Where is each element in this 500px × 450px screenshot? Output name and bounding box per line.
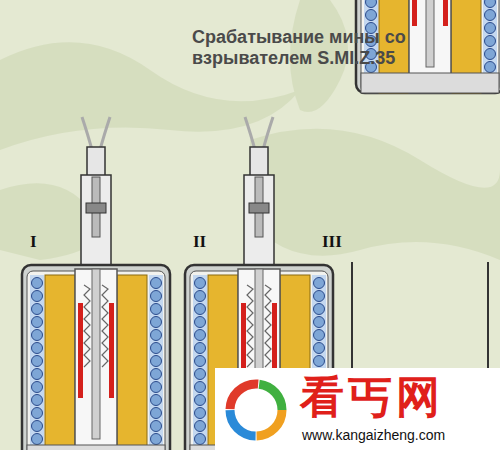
steel-ball [485, 36, 496, 47]
trip-wire [100, 117, 110, 150]
steel-ball [195, 291, 206, 302]
logo-arc [230, 384, 282, 436]
steel-ball [151, 330, 162, 341]
steel-ball [32, 291, 43, 302]
fuse-head [87, 147, 105, 177]
explosive-charge [117, 275, 147, 450]
steel-ball [314, 304, 325, 315]
detonator [78, 303, 83, 398]
steel-ball [32, 395, 43, 406]
logo-arc [230, 384, 282, 436]
watermark-text: 看丐网 [300, 372, 444, 422]
steel-ball [151, 304, 162, 315]
stage-number: II [193, 233, 206, 251]
camo-blob [250, 129, 500, 260]
spring [247, 285, 253, 367]
steel-ball [32, 317, 43, 328]
logo-arc [230, 384, 282, 436]
detonator [109, 303, 114, 398]
spring [102, 285, 108, 367]
steel-ball [195, 343, 206, 354]
steel-ball [195, 330, 206, 341]
trip-wire [245, 117, 255, 150]
steel-ball [32, 434, 43, 445]
fuse-collar [249, 203, 269, 213]
steel-ball [366, 0, 377, 8]
mine-drawings [22, 0, 500, 450]
stage-number: I [30, 233, 37, 251]
steel-ball [151, 434, 162, 445]
steel-ball [485, 49, 496, 60]
steel-ball [32, 408, 43, 419]
propellant-tube [426, 0, 434, 67]
spring [84, 285, 90, 367]
fuse-head [250, 147, 268, 177]
steel-ball [195, 317, 206, 328]
mine [22, 117, 170, 450]
steel-ball [485, 62, 496, 73]
shrapnel-layer [30, 275, 44, 450]
diagram-title: Срабатывание мины со взрывателем S.MI.Z.… [192, 27, 424, 69]
fuse-body [81, 175, 111, 267]
steel-ball [195, 408, 206, 419]
fuse-body [244, 175, 274, 267]
steel-ball [32, 382, 43, 393]
trip-wire [263, 117, 273, 150]
trip-wire [82, 117, 92, 150]
steel-ball [32, 356, 43, 367]
steel-ball [314, 343, 325, 354]
steel-ball [32, 278, 43, 289]
central-tube [75, 269, 117, 450]
steel-ball [151, 343, 162, 354]
steel-ball [195, 382, 206, 393]
steel-ball [151, 408, 162, 419]
logo-arc [230, 384, 282, 436]
fuse-collar [86, 203, 106, 213]
steel-ball [314, 291, 325, 302]
watermark-ground [215, 368, 500, 450]
steel-ball [151, 421, 162, 432]
base-plate [361, 73, 499, 93]
steel-ball [314, 278, 325, 289]
steel-ball [314, 330, 325, 341]
steel-ball [195, 421, 206, 432]
steel-ball [195, 356, 206, 367]
steel-ball [195, 304, 206, 315]
steel-ball [314, 356, 325, 367]
steel-ball [366, 10, 377, 21]
steel-ball [195, 278, 206, 289]
explosive-charge [45, 275, 75, 450]
detonator [412, 0, 417, 26]
spring [265, 285, 271, 367]
steel-ball [32, 304, 43, 315]
steel-ball [151, 317, 162, 328]
steel-ball [151, 369, 162, 380]
steel-ball [195, 369, 206, 380]
stage-number: III [322, 233, 342, 251]
steel-ball [485, 10, 496, 21]
outer-canister [22, 265, 170, 450]
steel-ball [32, 330, 43, 341]
steel-ball [32, 421, 43, 432]
steel-ball [485, 23, 496, 34]
watermark-url: www.kangaizheng.com [302, 427, 445, 443]
watermark-panel [215, 368, 500, 450]
steel-ball [151, 278, 162, 289]
steel-ball [32, 343, 43, 354]
detonator [443, 0, 448, 26]
steel-ball [314, 317, 325, 328]
propellant-tube [92, 269, 100, 439]
steel-ball [195, 395, 206, 406]
steel-ball [151, 382, 162, 393]
base-plate [27, 445, 165, 450]
shrapnel-layer [149, 275, 163, 450]
steel-ball [151, 291, 162, 302]
steel-ball [485, 0, 496, 8]
shrapnel-layer [193, 275, 207, 450]
steel-ball [151, 356, 162, 367]
steel-ball [151, 395, 162, 406]
steel-ball [195, 434, 206, 445]
steel-ball [32, 369, 43, 380]
